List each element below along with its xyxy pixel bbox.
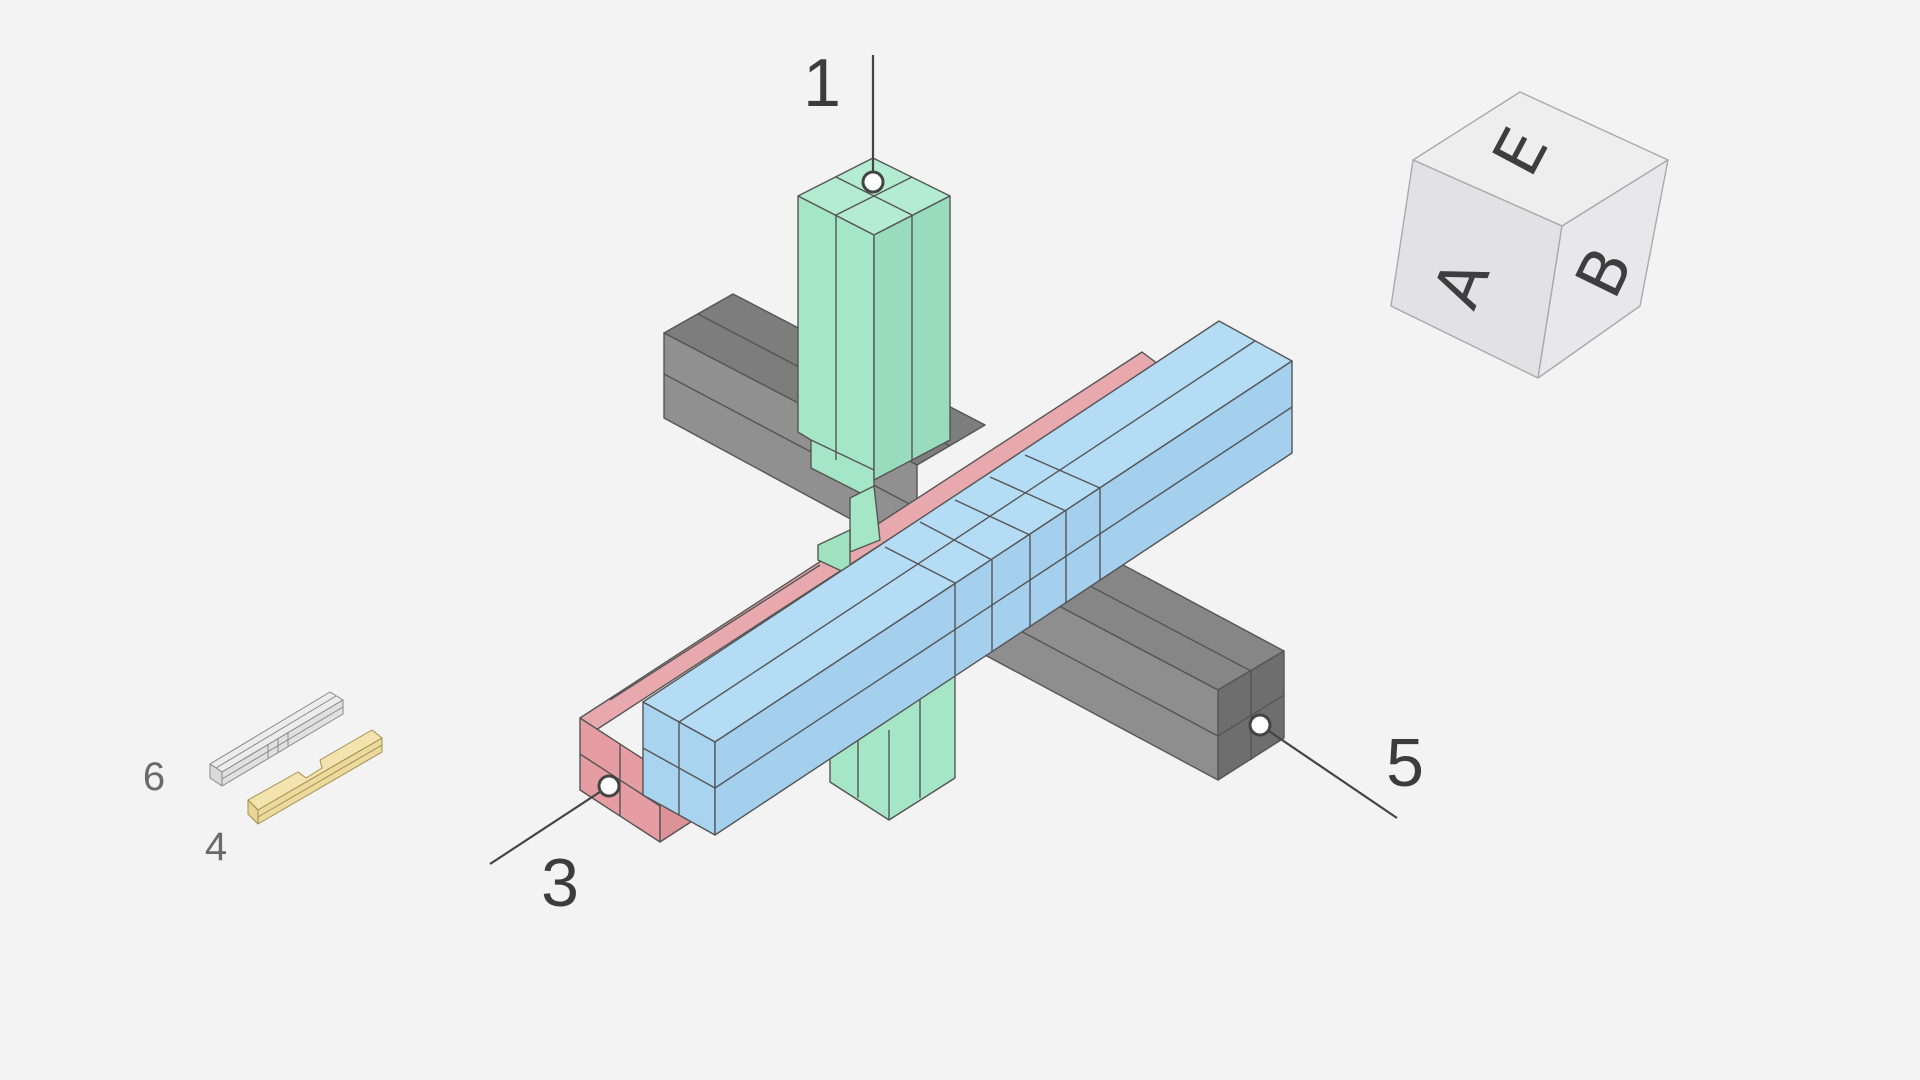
callout-6-label: 6 (143, 755, 165, 799)
piece-2-line (642, 747, 716, 789)
callout-3: 3 (489, 774, 621, 921)
piece-2-line (954, 499, 1031, 536)
piece-1-neck (849, 485, 881, 553)
callout-5-label: 5 (1386, 725, 1424, 801)
piece-1-line (810, 439, 875, 471)
callout-3-leader (489, 785, 610, 865)
callout-3-marker (597, 774, 621, 798)
piece-1-line (835, 176, 913, 216)
callout-1: 1 (803, 45, 885, 194)
piece-2-line (919, 521, 993, 561)
callout-5: 5 (1248, 713, 1424, 819)
view-cube[interactable]: E A B (1390, 91, 1669, 379)
callout-4-label: 4 (205, 825, 227, 869)
piece-3-line (609, 564, 821, 701)
callout-3-label: 3 (541, 845, 579, 921)
piece-2-line (989, 476, 1067, 512)
callout-5-leader (1259, 724, 1398, 819)
callout-5-marker (1248, 713, 1272, 737)
piece-4-line (257, 744, 383, 818)
callout-1-marker (861, 170, 885, 194)
piece-2-line (678, 340, 1256, 723)
piece-6-line (221, 706, 344, 780)
piece-2-line (1024, 454, 1101, 489)
piece-2-line (884, 546, 956, 584)
piece-6-line (215, 695, 337, 769)
piece-4-yellow (247, 729, 383, 825)
view-cube-right-face[interactable] (1537, 159, 1669, 379)
callout-1-label: 1 (803, 45, 841, 121)
piece-5-line (663, 373, 918, 509)
piece-2-blue (642, 320, 1293, 836)
piece-6-white (209, 691, 344, 787)
piece-5-line (984, 611, 1219, 737)
piece-2-line (714, 406, 1293, 789)
